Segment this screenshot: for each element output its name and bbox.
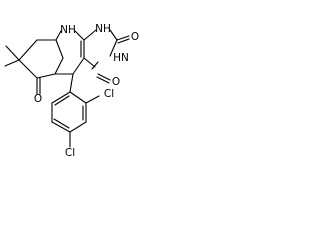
bond [69,73,74,93]
atom-label-nh-top: NH [60,24,76,36]
bond [54,57,64,75]
bond [4,59,20,67]
atom-label-nh-ring: NH [95,23,111,35]
atom-label-hn-right: HN [113,52,129,64]
bond [51,91,71,104]
bond [96,76,110,84]
bond [55,39,64,59]
bond [109,29,118,41]
bond-lines [4,29,130,148]
bond [116,35,130,41]
atom-label-o-top-right: O [131,31,139,43]
bond [83,57,96,68]
bond [72,57,85,75]
chemical-structure-diagram: NH NH O HN O O Cl Cl [4,23,139,159]
bond [51,121,71,133]
bond [117,38,130,44]
bond [85,95,100,104]
bond [36,73,56,79]
bond [5,45,20,61]
atom-label-cl-para: Cl [65,147,75,159]
bond [18,59,38,79]
atom-labels: NH NH O HN O O Cl Cl [34,23,139,159]
bond [53,118,70,129]
bond [91,61,99,70]
bond [97,73,111,81]
atom-label-o-ketone: O [34,93,42,105]
bond [54,95,70,106]
atom-label-o-right: O [112,76,120,88]
bond [69,121,87,133]
bond [18,39,38,61]
bond [74,30,85,41]
bond [55,30,62,41]
atom-label-cl-ortho: Cl [104,88,114,100]
bond [83,29,97,41]
bond [109,39,118,57]
bond [69,91,87,104]
